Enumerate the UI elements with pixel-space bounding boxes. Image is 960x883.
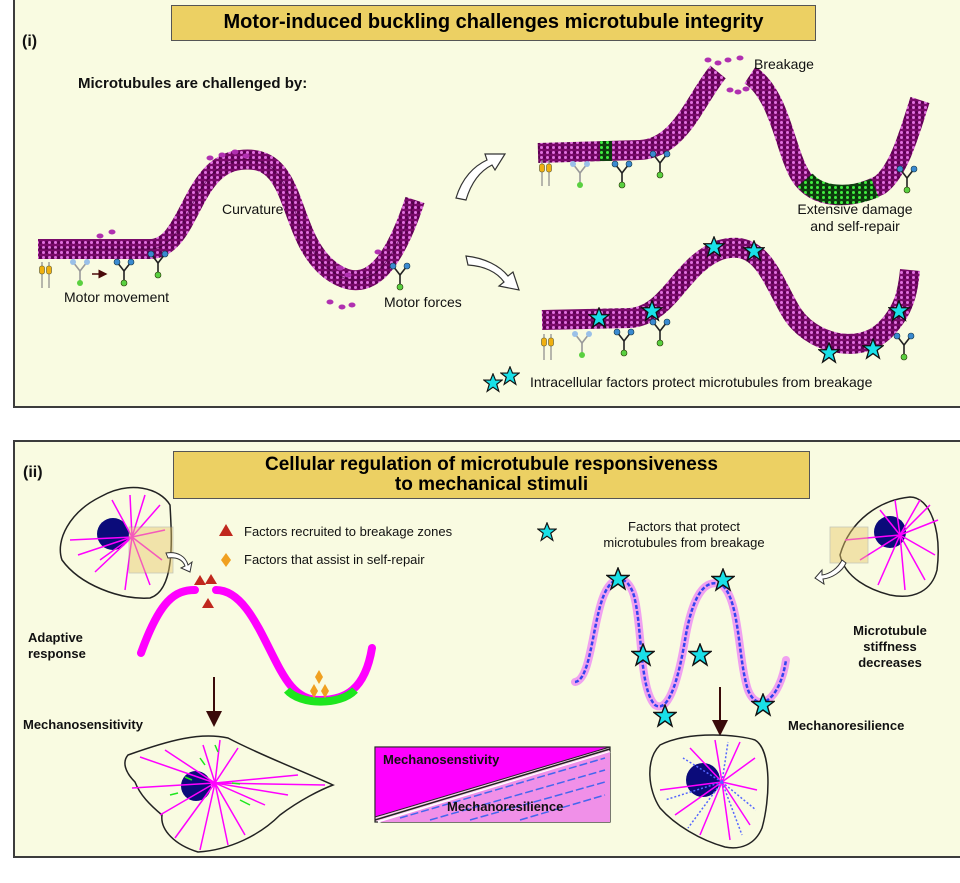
panel-i-title: Motor-induced buckling challenges microt… — [171, 5, 816, 41]
repaired-segments — [169, 744, 251, 806]
protect-legend-label: Intracellular factors protect microtubul… — [530, 374, 873, 390]
microtubule-network — [131, 739, 326, 851]
microtubule-broken — [537, 65, 726, 163]
stiff-microtubules — [664, 741, 757, 836]
breakage-label: Breakage — [754, 56, 814, 72]
panel-i-label: (i) — [22, 33, 38, 50]
stiffness-label-line1: Microtubule — [853, 623, 927, 638]
breakage-triangle-icon — [205, 574, 217, 584]
zoom-arrow-icon — [165, 552, 193, 573]
microtubule-network — [69, 494, 166, 591]
microtubule-stiff-outline — [571, 575, 790, 711]
legend-triangle-icon — [219, 524, 233, 536]
cell-outline-spread — [124, 735, 335, 853]
stiff-lines — [399, 757, 606, 821]
legend-star-label-line2: microtubules from breakage — [603, 535, 765, 550]
curved-arrow-down-icon — [465, 255, 520, 291]
nucleus — [97, 518, 129, 550]
panel-i — [13, 0, 960, 408]
mechanosensitivity-label: Mechanosensitivity — [23, 717, 143, 732]
damage-zone — [797, 172, 879, 205]
microtubule-stiff — [574, 578, 788, 708]
microtubule-network — [844, 499, 939, 591]
motor-movement-label: Motor movement — [64, 289, 170, 305]
legend-diamond-icon — [221, 553, 231, 567]
balance-top-label: Mechanosenstivity — [383, 752, 500, 767]
legend-triangle-label: Factors recruited to breakage zones — [244, 524, 453, 539]
microtubule-curve-right — [212, 586, 376, 705]
damage-label-line2: and self-repair — [810, 218, 900, 234]
stiffness-label-line3: decreases — [858, 655, 922, 670]
free-tubulin-dimers — [96, 149, 382, 310]
microtubule-broken-curve — [137, 586, 199, 657]
legend-star-label-line1: Factors that protect — [628, 519, 740, 534]
damage-label-line1: Extensive damage — [797, 201, 913, 217]
breakage-triangle-icon — [194, 575, 206, 585]
intro-text: Microtubules are challenged by: — [78, 75, 308, 92]
panel-i-illustration — [38, 55, 930, 392]
repair-diamond-icon — [315, 670, 323, 684]
nucleus — [181, 771, 211, 801]
panel-ii-title: Cellular regulation of microtubule respo… — [173, 451, 810, 499]
curvature-label: Curvature — [222, 201, 284, 217]
balance-bottom-label: Mechanoresilience — [447, 799, 564, 814]
breakage-dimers — [704, 55, 750, 95]
motor-forces-label: Motor forces — [384, 294, 462, 310]
microtubule-protected — [541, 237, 920, 354]
repair-diamond-icon — [310, 684, 318, 698]
protect-star-icon — [688, 643, 712, 666]
breakage-triangle-icon — [202, 598, 214, 608]
panel-ii-title-line1: Cellular regulation of microtubule respo… — [265, 454, 718, 475]
stiffness-label-line2: stiffness — [863, 639, 917, 654]
panel-ii-title-line2: to mechanical stimuli — [394, 474, 589, 495]
mechanoresilience-label: Mechanoresilience — [788, 718, 905, 733]
adaptive-label-line2: response — [28, 646, 86, 661]
adaptive-label-line1: Adaptive — [28, 630, 83, 645]
zoom-region — [128, 526, 174, 574]
legend-star-icon — [537, 522, 557, 541]
zoom-arrow-icon — [814, 559, 847, 586]
curved-arrow-up-icon — [455, 153, 507, 201]
repair-diamond-icon — [321, 684, 329, 698]
panel-ii-label: (ii) — [23, 464, 43, 481]
balance-box — [374, 746, 611, 823]
zoom-region — [829, 526, 869, 564]
repair-zone — [283, 686, 358, 706]
legend-diamond-label: Factors that assist in self-repair — [244, 552, 425, 567]
microtubule-network — [659, 739, 758, 841]
